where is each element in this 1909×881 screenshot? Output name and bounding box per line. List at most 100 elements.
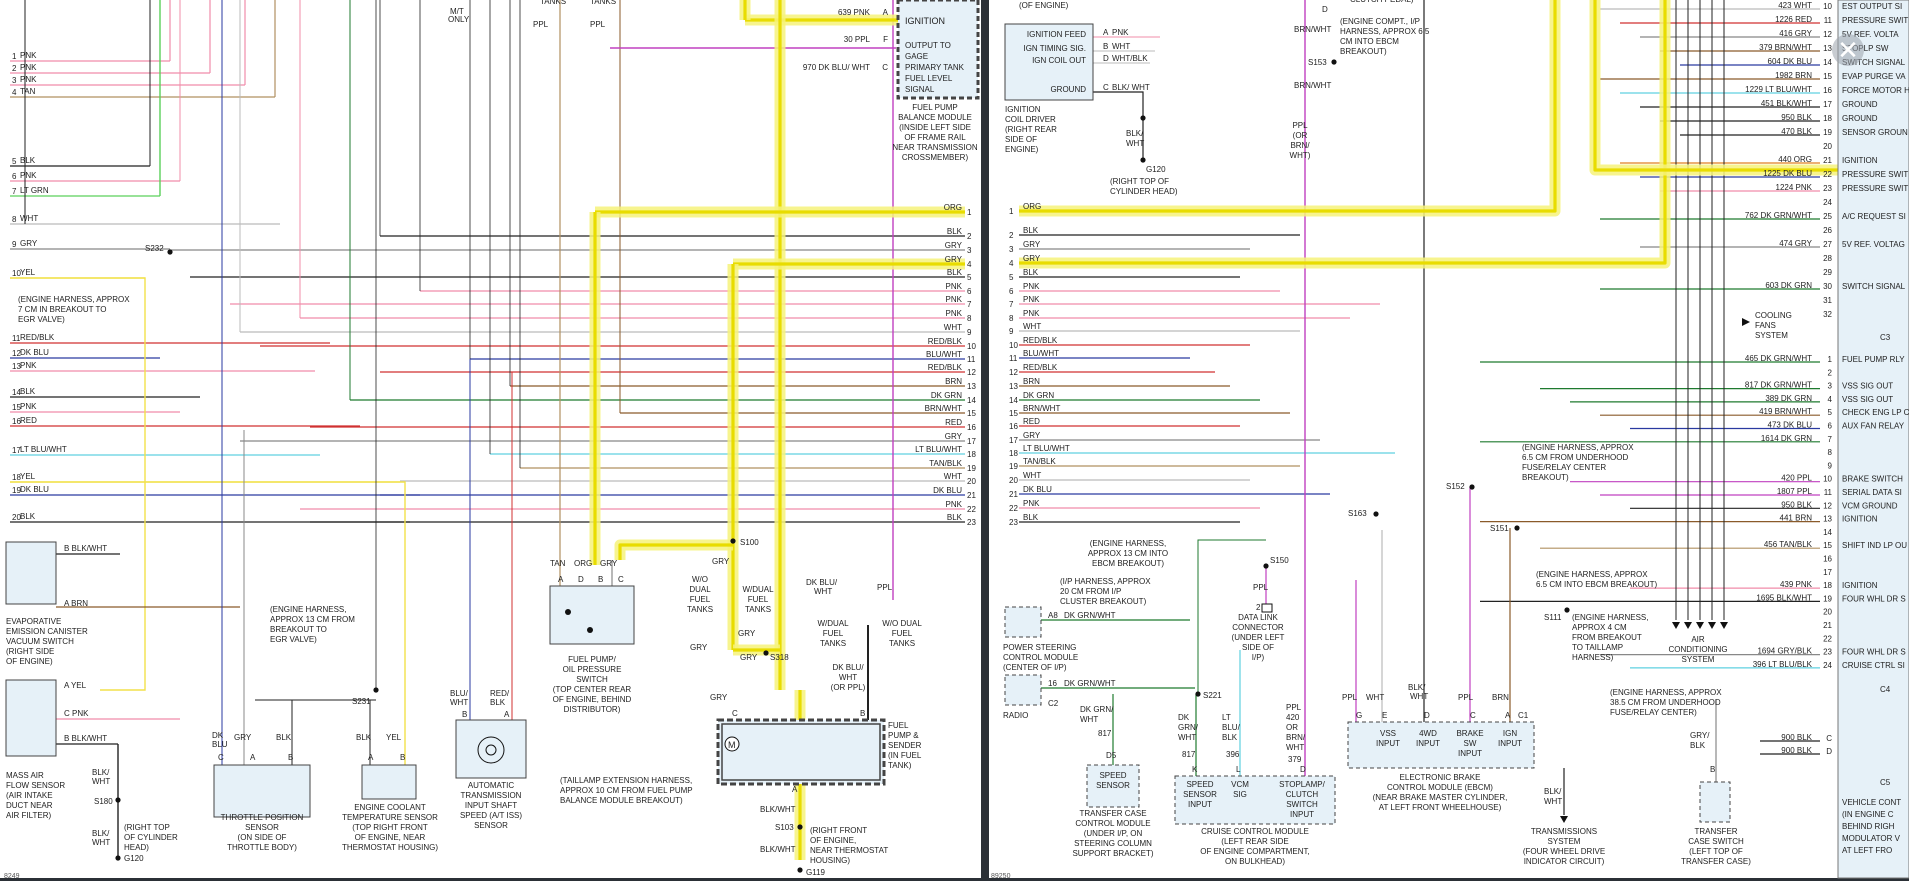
pin-function: STOPLP SW — [1842, 44, 1889, 53]
pin-circuit: 1614 DK GRN — [1761, 434, 1812, 443]
system-label: TRANSMISSIONS — [1531, 827, 1597, 836]
wire-color-label: PNK — [20, 402, 37, 411]
pin-function: GROUND — [1842, 114, 1878, 123]
splice-label: S153 — [1308, 58, 1327, 67]
module-function: BRAKE — [1456, 729, 1483, 738]
wire-number: 14 — [967, 396, 976, 405]
component-caption: SPEED (A/T ISS) — [460, 811, 522, 820]
wire-number: 6 — [967, 287, 972, 296]
component-caption: SUPPORT BRACKET) — [1072, 849, 1153, 858]
tank-label: W/DUAL — [742, 585, 774, 594]
pin-circuit: 465 DK GRN/WHT — [1745, 354, 1812, 363]
wire-label: DK BLU/ — [806, 578, 838, 587]
wire-label: PPL — [1458, 693, 1474, 702]
pin-function: PRESSURE SWIT — [1842, 16, 1908, 25]
component-caption: THROTTLE POSITION — [221, 813, 304, 822]
pin-function: IGNITION — [1842, 156, 1878, 165]
ground-g120 — [1140, 157, 1146, 163]
transfer-case-switch — [1699, 781, 1731, 823]
wire-label: DK BLU/ — [832, 663, 864, 672]
wire-label: BLK/ — [1408, 683, 1426, 692]
pin-circuit: 900 BLK — [1781, 733, 1812, 742]
component-caption: SENDER — [888, 741, 922, 750]
wire-color-label: PNK — [946, 282, 963, 291]
component-caption: SENSOR — [474, 821, 508, 830]
pin-function: VCM GROUND — [1842, 501, 1898, 510]
wire-label: DK GRN/ — [1080, 705, 1114, 714]
close-icon[interactable] — [1832, 34, 1864, 66]
close-label[interactable]: ✕ — [1837, 35, 1859, 65]
wire-number: 8 — [967, 314, 972, 323]
component-caption: HOUSING) — [810, 856, 850, 865]
splice-label: S111 — [1544, 613, 1562, 622]
close-button[interactable]: ✕ — [1832, 34, 1864, 66]
component-caption: SPEED — [1099, 771, 1126, 780]
harness-note: CLUSTER BREAKOUT) — [1060, 597, 1147, 606]
wire-color-label: BLK/ WHT — [1112, 83, 1150, 92]
wire-number: 18 — [12, 473, 21, 482]
splice-s111 — [1564, 607, 1570, 613]
splice-label: S231 — [352, 697, 371, 706]
pin-number: 32 — [1823, 310, 1832, 319]
component-caption: EVAPORATIVE — [6, 617, 61, 626]
gry-label: GRY — [710, 693, 728, 702]
dkgrn-wire — [1197, 539, 1266, 694]
wire-number: 19 — [967, 464, 976, 473]
wire-label: BLK — [1690, 741, 1706, 750]
component-caption: DATA LINK — [1238, 613, 1278, 622]
component-caption: (LEFT REAR SIDE — [1221, 837, 1288, 846]
ground-g120 — [115, 855, 121, 861]
pin-circuit: 1226 RED — [1775, 15, 1812, 24]
pin-letter: G — [1356, 711, 1362, 720]
wire-label: 396 — [1226, 750, 1240, 759]
harness-note: TO TAILLAMP — [1572, 643, 1623, 652]
pin-letter: B — [598, 575, 603, 584]
pin-letter: D5 — [1106, 751, 1117, 760]
wire-number: 12 — [967, 368, 976, 377]
pin-letter: C — [218, 753, 224, 762]
pin-number: 26 — [1823, 226, 1832, 235]
module-function: INPUT — [1416, 739, 1440, 748]
pin-number: 24 — [1823, 198, 1832, 207]
motor-label: M — [728, 740, 736, 750]
harness-note: HARNESS) — [1572, 653, 1614, 662]
wire-label: PPL — [1286, 703, 1302, 712]
wire-number: 19 — [12, 486, 21, 495]
module-function: INPUT — [1376, 739, 1400, 748]
wire-number: 4 — [12, 88, 17, 97]
pin-number: 30 — [1823, 282, 1832, 291]
wire-label: BLU/ — [1222, 723, 1241, 732]
pin-function: SERIAL DATA SI — [1842, 488, 1902, 497]
pin-circuit: 379 BRN/WHT — [1759, 43, 1812, 52]
wire-number: 17 — [12, 446, 21, 455]
pin-function: SWITCH SIGNAL — [1842, 282, 1906, 291]
wire-number: 4 — [967, 260, 972, 269]
wire-number: 12 — [1009, 368, 1018, 377]
wire-number: 9 — [1009, 327, 1014, 336]
wire-label: WHT — [1366, 693, 1384, 702]
wire-number: 23 — [1009, 518, 1018, 527]
pin-number: 1 — [1828, 355, 1833, 364]
wire-label: 379 — [1288, 755, 1302, 764]
component-caption: (UNDER I/P, ON — [1084, 829, 1143, 838]
arrow-icon — [1684, 622, 1692, 629]
pin-function: SENSOR GROUN — [1842, 128, 1908, 137]
pin-function: PRESSURE SWIT — [1842, 170, 1908, 179]
component-caption: (RIGHT SIDE — [6, 647, 54, 656]
wire-color-label: BLK — [947, 513, 963, 522]
wire-label: 420 — [1286, 713, 1300, 722]
pin-letter: A — [368, 753, 374, 762]
wire-color-label: PNK — [946, 500, 963, 509]
component-caption: ON BULKHEAD) — [1225, 857, 1285, 866]
wire-number: 20 — [12, 513, 21, 522]
pin-letter: C — [1470, 711, 1476, 720]
component-caption: VEHICLE CONT — [1842, 798, 1901, 807]
wire-color-label: TAN/BLK — [1023, 457, 1056, 466]
pin-letter: B — [288, 753, 293, 762]
wire-number: 14 — [12, 388, 21, 397]
wire-label: BLU — [212, 740, 228, 749]
pin-number: 11 — [1824, 488, 1833, 497]
wire-number: 16 — [12, 417, 21, 426]
tanks-label: TANKS — [590, 0, 616, 6]
component-caption: (UNDER LEFT — [1232, 633, 1285, 642]
